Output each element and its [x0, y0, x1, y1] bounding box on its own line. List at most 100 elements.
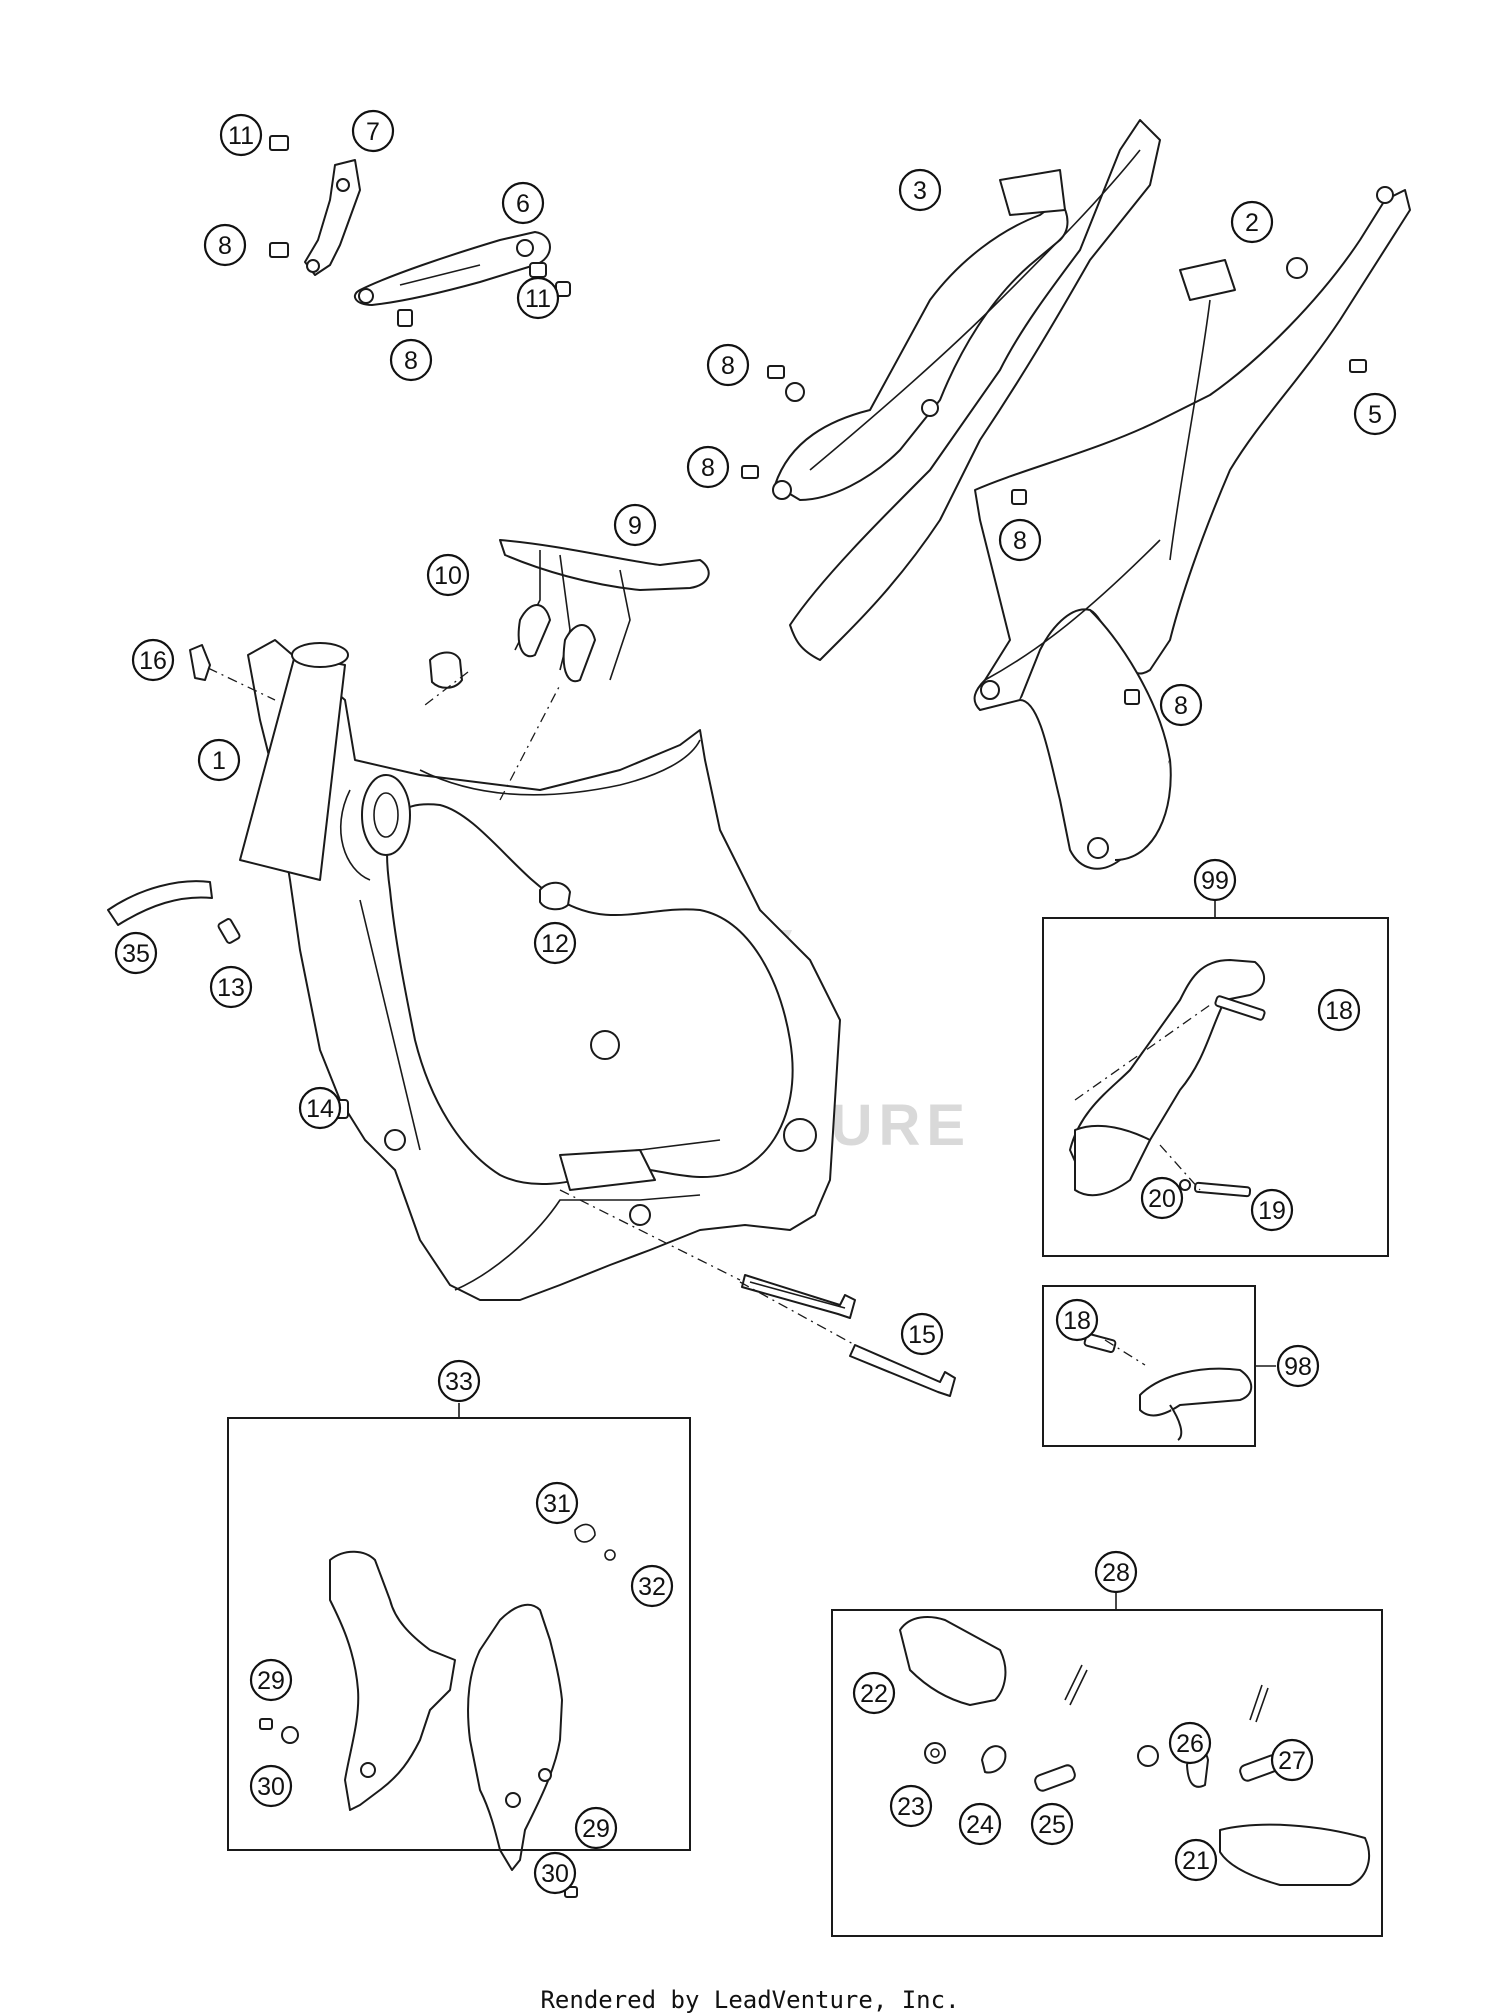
callout-circle — [219, 113, 263, 157]
callout-8: 8 — [1159, 683, 1203, 727]
callout-29: 29 — [574, 1806, 618, 1850]
callout-circle — [1140, 1176, 1184, 1220]
callout-number: 35 — [122, 940, 150, 968]
callout-33: 33 — [437, 1359, 481, 1403]
callout-number: 21 — [1182, 1847, 1210, 1875]
callout-number: 3 — [913, 177, 927, 205]
callout-number: 11 — [525, 285, 551, 313]
callout-8: 8 — [203, 223, 247, 267]
callout-circle — [437, 1359, 481, 1403]
callout-5: 5 — [1353, 392, 1397, 436]
bolt-8d-icon — [741, 465, 759, 479]
callout-circle — [209, 965, 253, 1009]
callout-number: 14 — [306, 1095, 334, 1123]
callout-number: 9 — [628, 512, 642, 540]
callout-99: 99 — [1193, 858, 1237, 902]
callout-circle — [1030, 1802, 1074, 1846]
callout-12: 12 — [533, 921, 577, 965]
callout-number: 28 — [1102, 1559, 1130, 1587]
callout-number: 19 — [1258, 1197, 1286, 1225]
bolt-8b-icon — [397, 309, 413, 327]
callout-circle — [1168, 1721, 1212, 1765]
footrests-28-part — [899, 1616, 1370, 1886]
callout-number: 6 — [516, 190, 530, 218]
chain-guide-99-part — [1069, 959, 1266, 1198]
callout-11: 11 — [219, 113, 263, 157]
callout-circle — [533, 921, 577, 965]
callout-number: 7 — [366, 118, 380, 146]
callout-8: 8 — [389, 338, 433, 382]
callout-circle — [613, 503, 657, 547]
callout-circle — [298, 1086, 342, 1130]
callout-circle — [516, 276, 560, 320]
callout-number: 8 — [218, 232, 232, 260]
callout-number: 18 — [1063, 1307, 1091, 1335]
bolt-5-icon — [1349, 359, 1367, 373]
callout-23: 23 — [889, 1784, 933, 1828]
bolt-8a-icon — [269, 242, 289, 258]
callout-number: 12 — [541, 930, 569, 958]
callout-circle — [197, 738, 241, 782]
callout-98: 98 — [1276, 1344, 1320, 1388]
callout-number: 8 — [1013, 527, 1027, 555]
callout-6: 6 — [501, 181, 545, 225]
group-28-box — [831, 1609, 1383, 1937]
callout-3: 3 — [898, 168, 942, 212]
callout-circle — [1317, 988, 1361, 1032]
hose-35-part — [107, 880, 213, 926]
assembly-lines — [207, 667, 1211, 1366]
callout-number: 13 — [217, 974, 245, 1002]
callout-19: 19 — [1250, 1188, 1294, 1232]
callout-number: 20 — [1148, 1185, 1176, 1213]
frame-protectors-33-part — [259, 1523, 616, 1898]
callout-circle — [249, 1764, 293, 1808]
callout-number: 32 — [638, 1573, 666, 1601]
callout-8: 8 — [686, 445, 730, 489]
callout-circle — [1250, 1188, 1294, 1232]
callout-circle — [533, 1851, 577, 1895]
callout-8: 8 — [706, 343, 750, 387]
callout-circle — [889, 1784, 933, 1828]
rear-subframe-part — [973, 186, 1411, 870]
callout-circle — [426, 553, 470, 597]
callout-circle — [389, 338, 433, 382]
callout-18: 18 — [1055, 1298, 1099, 1342]
callout-number: 26 — [1176, 1730, 1204, 1758]
callout-24: 24 — [958, 1802, 1002, 1846]
callout-circle — [1094, 1550, 1138, 1594]
callout-circle — [1193, 858, 1237, 902]
callout-number: 98 — [1284, 1353, 1312, 1381]
callout-circle — [1055, 1298, 1099, 1342]
callout-10: 10 — [426, 553, 470, 597]
callout-7: 7 — [351, 109, 395, 153]
slider-98-part — [1083, 1332, 1253, 1441]
callout-circle — [958, 1802, 1002, 1846]
callout-1: 1 — [197, 738, 241, 782]
callout-circle — [203, 223, 247, 267]
callout-circle — [900, 1312, 944, 1356]
group-33-box — [227, 1417, 691, 1851]
callout-circle — [1353, 392, 1397, 436]
bolt-8e-icon — [1011, 489, 1027, 505]
bracket-7-part — [304, 159, 361, 276]
callout-number: 23 — [897, 1793, 925, 1821]
callout-22: 22 — [852, 1671, 896, 1715]
callout-number: 30 — [541, 1860, 569, 1888]
callout-number: 24 — [966, 1811, 994, 1839]
callout-number: 18 — [1325, 997, 1353, 1025]
bolt-8c-icon — [767, 365, 785, 379]
callout-26: 26 — [1168, 1721, 1212, 1765]
callout-20: 20 — [1140, 1176, 1184, 1220]
callout-number: 33 — [445, 1368, 473, 1396]
bolt-11b-icon — [529, 262, 547, 278]
callout-number: 15 — [908, 1321, 936, 1349]
footer-credit: Rendered by LeadVenture, Inc. — [540, 1986, 960, 2014]
callout-circle — [706, 343, 750, 387]
callout-circle — [114, 931, 158, 975]
bolts-15-part — [741, 1274, 956, 1397]
callout-circle — [630, 1564, 674, 1608]
callout-14: 14 — [298, 1086, 342, 1130]
callout-number: 8 — [721, 352, 735, 380]
callout-circle — [1230, 200, 1274, 244]
